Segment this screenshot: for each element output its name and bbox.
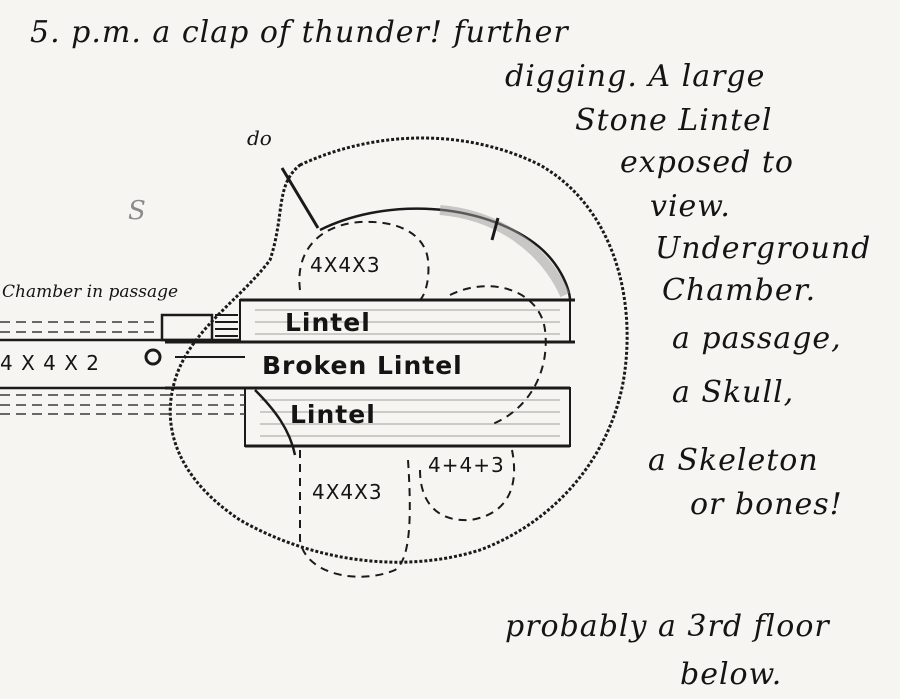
pointer-line — [280, 167, 320, 229]
mound-outline — [168, 136, 629, 564]
note-line-9: a Skull, — [672, 375, 795, 410]
note-line-5: view. — [650, 189, 731, 224]
box-lower-right — [419, 449, 516, 522]
box-lower-right-label: 4+4+3 — [428, 453, 505, 477]
mark-top: do — [247, 126, 272, 150]
note-line-8: a passage, — [672, 321, 842, 356]
passage-dims: 4 X 4 X 2 — [0, 351, 101, 375]
box-right-loop — [449, 285, 547, 426]
note-line-3: Stone Lintel — [575, 103, 773, 138]
box-lower-left-label: 4X4X3 — [312, 480, 383, 504]
note-line-4: exposed to — [620, 145, 794, 180]
note-line-1: 5. p.m. a clap of thunder! further — [30, 15, 569, 50]
box-upper-label: 4X4X3 — [310, 253, 381, 277]
note-line-7: Chamber. — [662, 273, 817, 308]
note-line-10: a Skeleton — [648, 443, 819, 478]
box-upper — [298, 220, 430, 301]
mark-small: S — [128, 196, 146, 226]
note-line-6: Underground — [655, 231, 872, 266]
chamber-box — [160, 313, 214, 342]
box-lower-left — [299, 450, 411, 578]
lintel-top-slab — [239, 299, 571, 343]
note-line-11: or bones! — [690, 487, 843, 522]
lintel-bottom-label: Lintel — [290, 400, 376, 429]
chamber-label: Chamber in passage — [2, 282, 179, 302]
note-line-2: digging. A large — [505, 59, 766, 94]
footer-line-2: below. — [680, 657, 783, 692]
lintel-middle-label: Broken Lintel — [262, 351, 463, 380]
lintel-top-label: Lintel — [285, 308, 371, 337]
small-circle — [144, 348, 162, 366]
footer-line-1: probably a 3rd floor — [505, 609, 830, 644]
